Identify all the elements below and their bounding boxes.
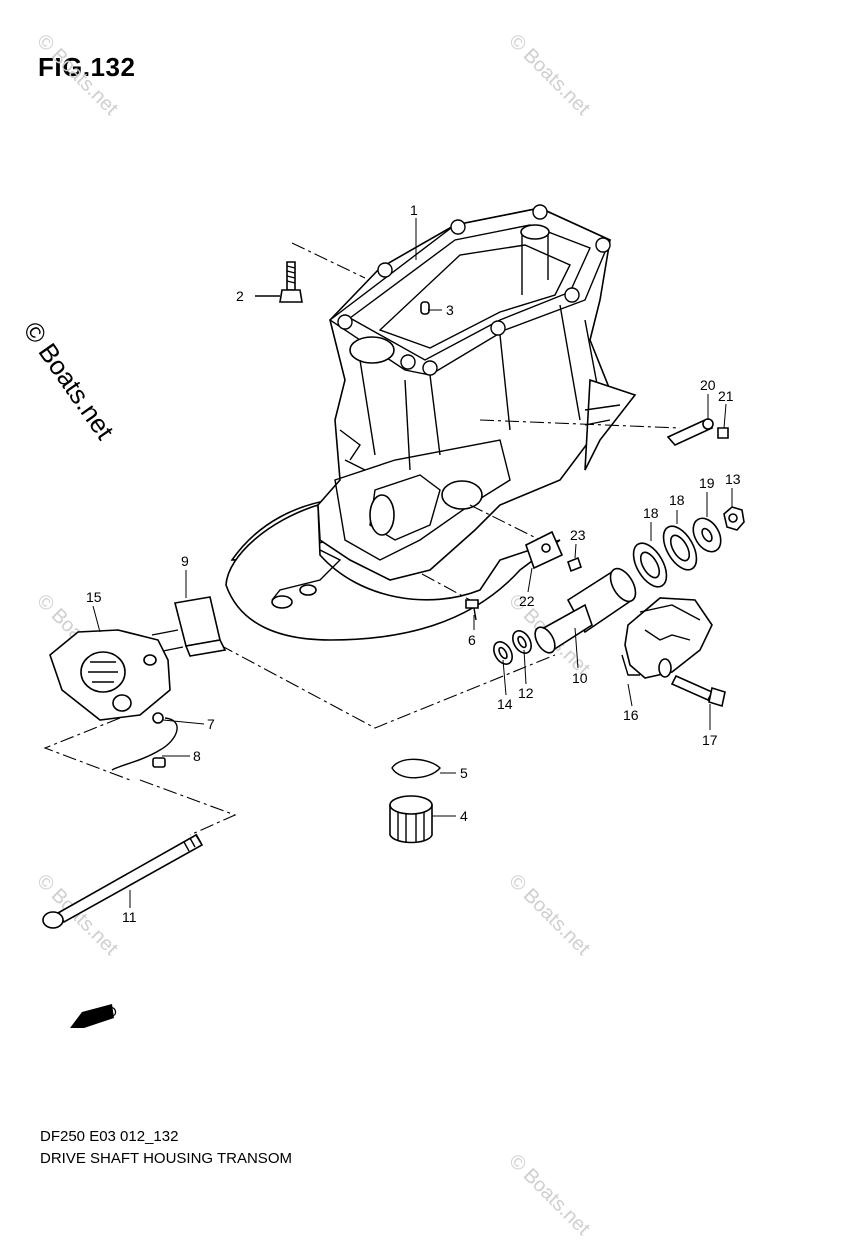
part-19-washer bbox=[692, 517, 722, 553]
fwd-label: FWD bbox=[84, 1002, 119, 1028]
callout-16: 16 bbox=[623, 707, 639, 723]
callout-19: 19 bbox=[699, 475, 715, 491]
part-18-seal bbox=[662, 525, 698, 571]
footer-diagram-name: DRIVE SHAFT HOUSING TRANSOM bbox=[40, 1150, 292, 1167]
callout-10: 10 bbox=[572, 670, 588, 686]
callout-12: 12 bbox=[518, 685, 534, 701]
part-16-bracket bbox=[621, 597, 713, 679]
callout-11: 11 bbox=[122, 909, 137, 925]
callout-leaders bbox=[92, 218, 733, 908]
part-3-dowel bbox=[420, 301, 430, 315]
callout-9: 9 bbox=[181, 553, 189, 569]
part-4-nut bbox=[389, 795, 433, 844]
assembly-lines bbox=[43, 242, 681, 836]
drive-shaft-housing bbox=[225, 204, 637, 641]
footer-diagram-code: DF250 E03 012_132 bbox=[40, 1128, 179, 1145]
part-17-bolt bbox=[670, 674, 726, 708]
fwd-arrow-icon: FWD bbox=[70, 1002, 119, 1028]
callout-17: 17 bbox=[702, 732, 718, 748]
callout-21: 21 bbox=[718, 388, 734, 404]
callout-7: 7 bbox=[207, 716, 215, 732]
callout-22: 22 bbox=[519, 593, 535, 609]
callout-15: 15 bbox=[86, 589, 102, 605]
callout-20: 20 bbox=[700, 377, 716, 393]
callout-1: 1 bbox=[410, 202, 418, 218]
callout-2: 2 bbox=[236, 288, 244, 304]
callout-18b: 18 bbox=[669, 492, 685, 508]
part-2-bolt bbox=[255, 261, 303, 303]
part-23-screw bbox=[567, 556, 582, 573]
exploded-parts-diagram: FWD 1 2 3 4 5 6 7 8 9 10 bbox=[42, 202, 745, 1028]
part-12-washer bbox=[512, 630, 532, 654]
part-8-screw bbox=[152, 757, 166, 768]
part-5-clip bbox=[391, 758, 441, 779]
part-21-bolt bbox=[717, 427, 729, 439]
part-6-screw bbox=[465, 599, 479, 621]
callout-23: 23 bbox=[570, 527, 586, 543]
part-11-bolt bbox=[42, 833, 204, 929]
callout-labels: 1 2 3 4 5 6 7 8 9 10 11 12 13 14 15 16 1… bbox=[86, 202, 741, 925]
part-7-ground-wire bbox=[111, 712, 178, 771]
callout-13: 13 bbox=[725, 471, 741, 487]
figure-title: FIG.132 bbox=[38, 52, 136, 82]
callout-6: 6 bbox=[468, 632, 476, 648]
part-14-washer bbox=[493, 641, 513, 665]
part-15-mount bbox=[49, 629, 171, 721]
callout-4: 4 bbox=[460, 808, 468, 824]
part-10-bushing bbox=[534, 567, 637, 654]
callout-5: 5 bbox=[460, 765, 468, 781]
callout-14: 14 bbox=[497, 696, 513, 712]
callout-3: 3 bbox=[446, 302, 454, 318]
part-22-block bbox=[525, 530, 564, 570]
part-13-nut bbox=[723, 506, 745, 531]
part-9-sensor bbox=[151, 596, 227, 657]
callout-8: 8 bbox=[193, 748, 201, 764]
part-18-seal-b bbox=[632, 542, 668, 588]
callout-18: 18 bbox=[643, 505, 659, 521]
part-20-bracket bbox=[666, 418, 714, 446]
